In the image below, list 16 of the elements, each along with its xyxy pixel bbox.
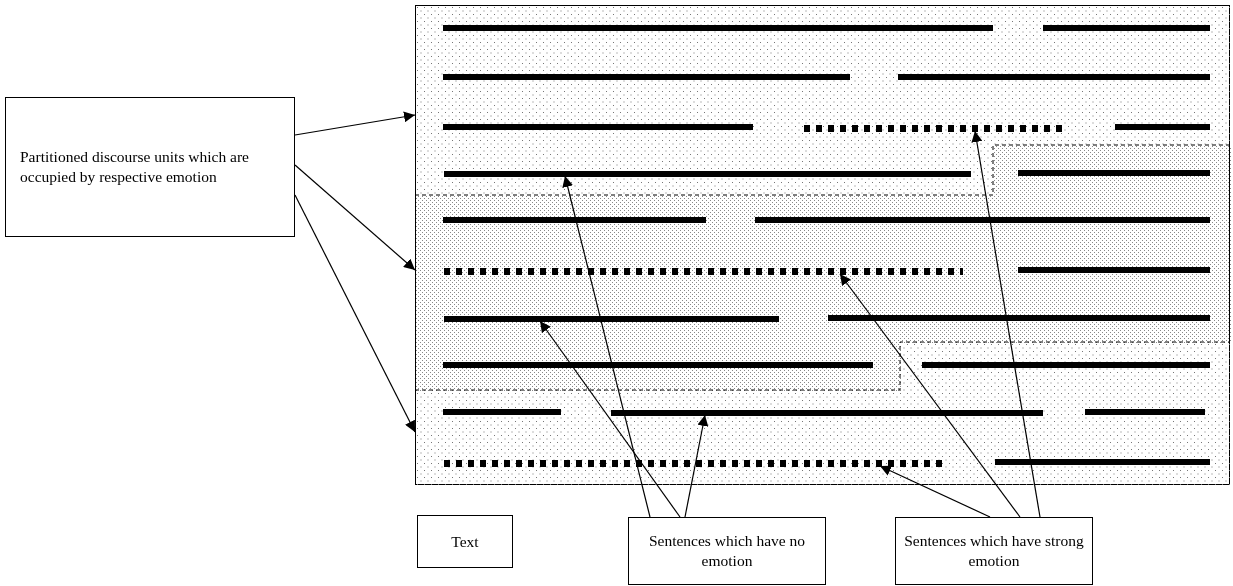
leader-arrow xyxy=(294,111,416,136)
leader-arrow xyxy=(879,465,991,518)
leader-arrow xyxy=(971,130,1041,518)
discourse-unit-region xyxy=(416,343,1231,486)
text-box: Text xyxy=(417,515,513,568)
leader-arrow xyxy=(294,194,416,433)
text-box: Sentences which have strong emotion xyxy=(895,517,1093,585)
leader-arrow xyxy=(839,273,1021,518)
text-area-frame xyxy=(415,5,1230,485)
text-box: Partitioned discourse units which are occupied by respective emotion xyxy=(5,97,295,237)
leader-arrow xyxy=(294,164,416,271)
leader-arrow xyxy=(684,414,709,518)
leader-arrow xyxy=(562,175,651,518)
leader-arrow xyxy=(539,320,681,518)
discourse-unit-region xyxy=(416,146,1231,391)
text-box: Sentences which have no emotion xyxy=(628,517,826,585)
